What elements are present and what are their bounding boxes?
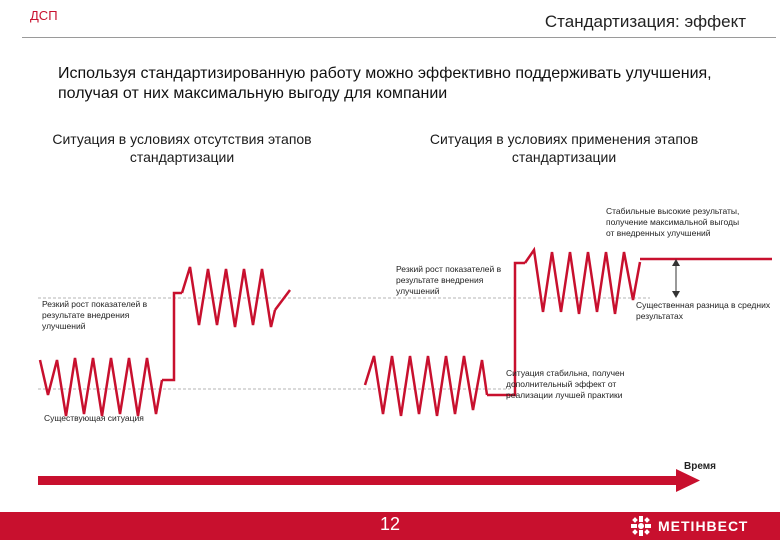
jump-line-right	[487, 261, 525, 397]
improved-zigzag-right	[523, 246, 642, 315]
difference-arrow-top-head	[672, 259, 680, 266]
jump-line-left	[162, 291, 182, 382]
standardization-diagram	[38, 246, 772, 492]
title-divider	[22, 37, 776, 38]
time-axis-bar	[38, 476, 678, 485]
difference-label: Существенная разница в средних результат…	[636, 300, 771, 321]
jump-label-left: Резкий рост показателей в результате вне…	[42, 299, 148, 331]
jump-label-right: Резкий рост показателей в результате вне…	[396, 264, 502, 296]
company-logo: МЕТІНВЕСТ	[630, 514, 748, 538]
time-axis-arrowhead	[676, 469, 700, 492]
stable-effect-label: Ситуация стабильна, получен дополнительн…	[506, 368, 625, 400]
time-axis-label: Время	[684, 461, 716, 472]
slide-title: Стандартизация: эффект	[544, 12, 746, 31]
stable-result-label: Стабильные высокие результаты, получение…	[606, 206, 740, 238]
improved-zigzag-left	[180, 266, 277, 328]
metinvest-logo-icon	[631, 516, 651, 536]
existing-zigzag-left	[38, 357, 164, 417]
existing-zigzag-right	[363, 355, 489, 417]
page-number: 12	[379, 514, 401, 534]
decay-line-left	[274, 289, 291, 311]
right-column-heading: Ситуация в условиях применения этапов ст…	[429, 131, 699, 165]
company-logo-text: МЕТІНВЕСТ	[658, 518, 749, 534]
existing-situation-label: Существующая ситуация	[44, 413, 144, 423]
intro-text: Используя стандартизированную работу мож…	[58, 65, 712, 102]
document-classification-label: ДСП	[30, 8, 58, 23]
difference-arrow-bottom-head	[672, 291, 680, 298]
left-column-heading: Ситуация в условиях отсутствия этапов ст…	[52, 131, 312, 165]
